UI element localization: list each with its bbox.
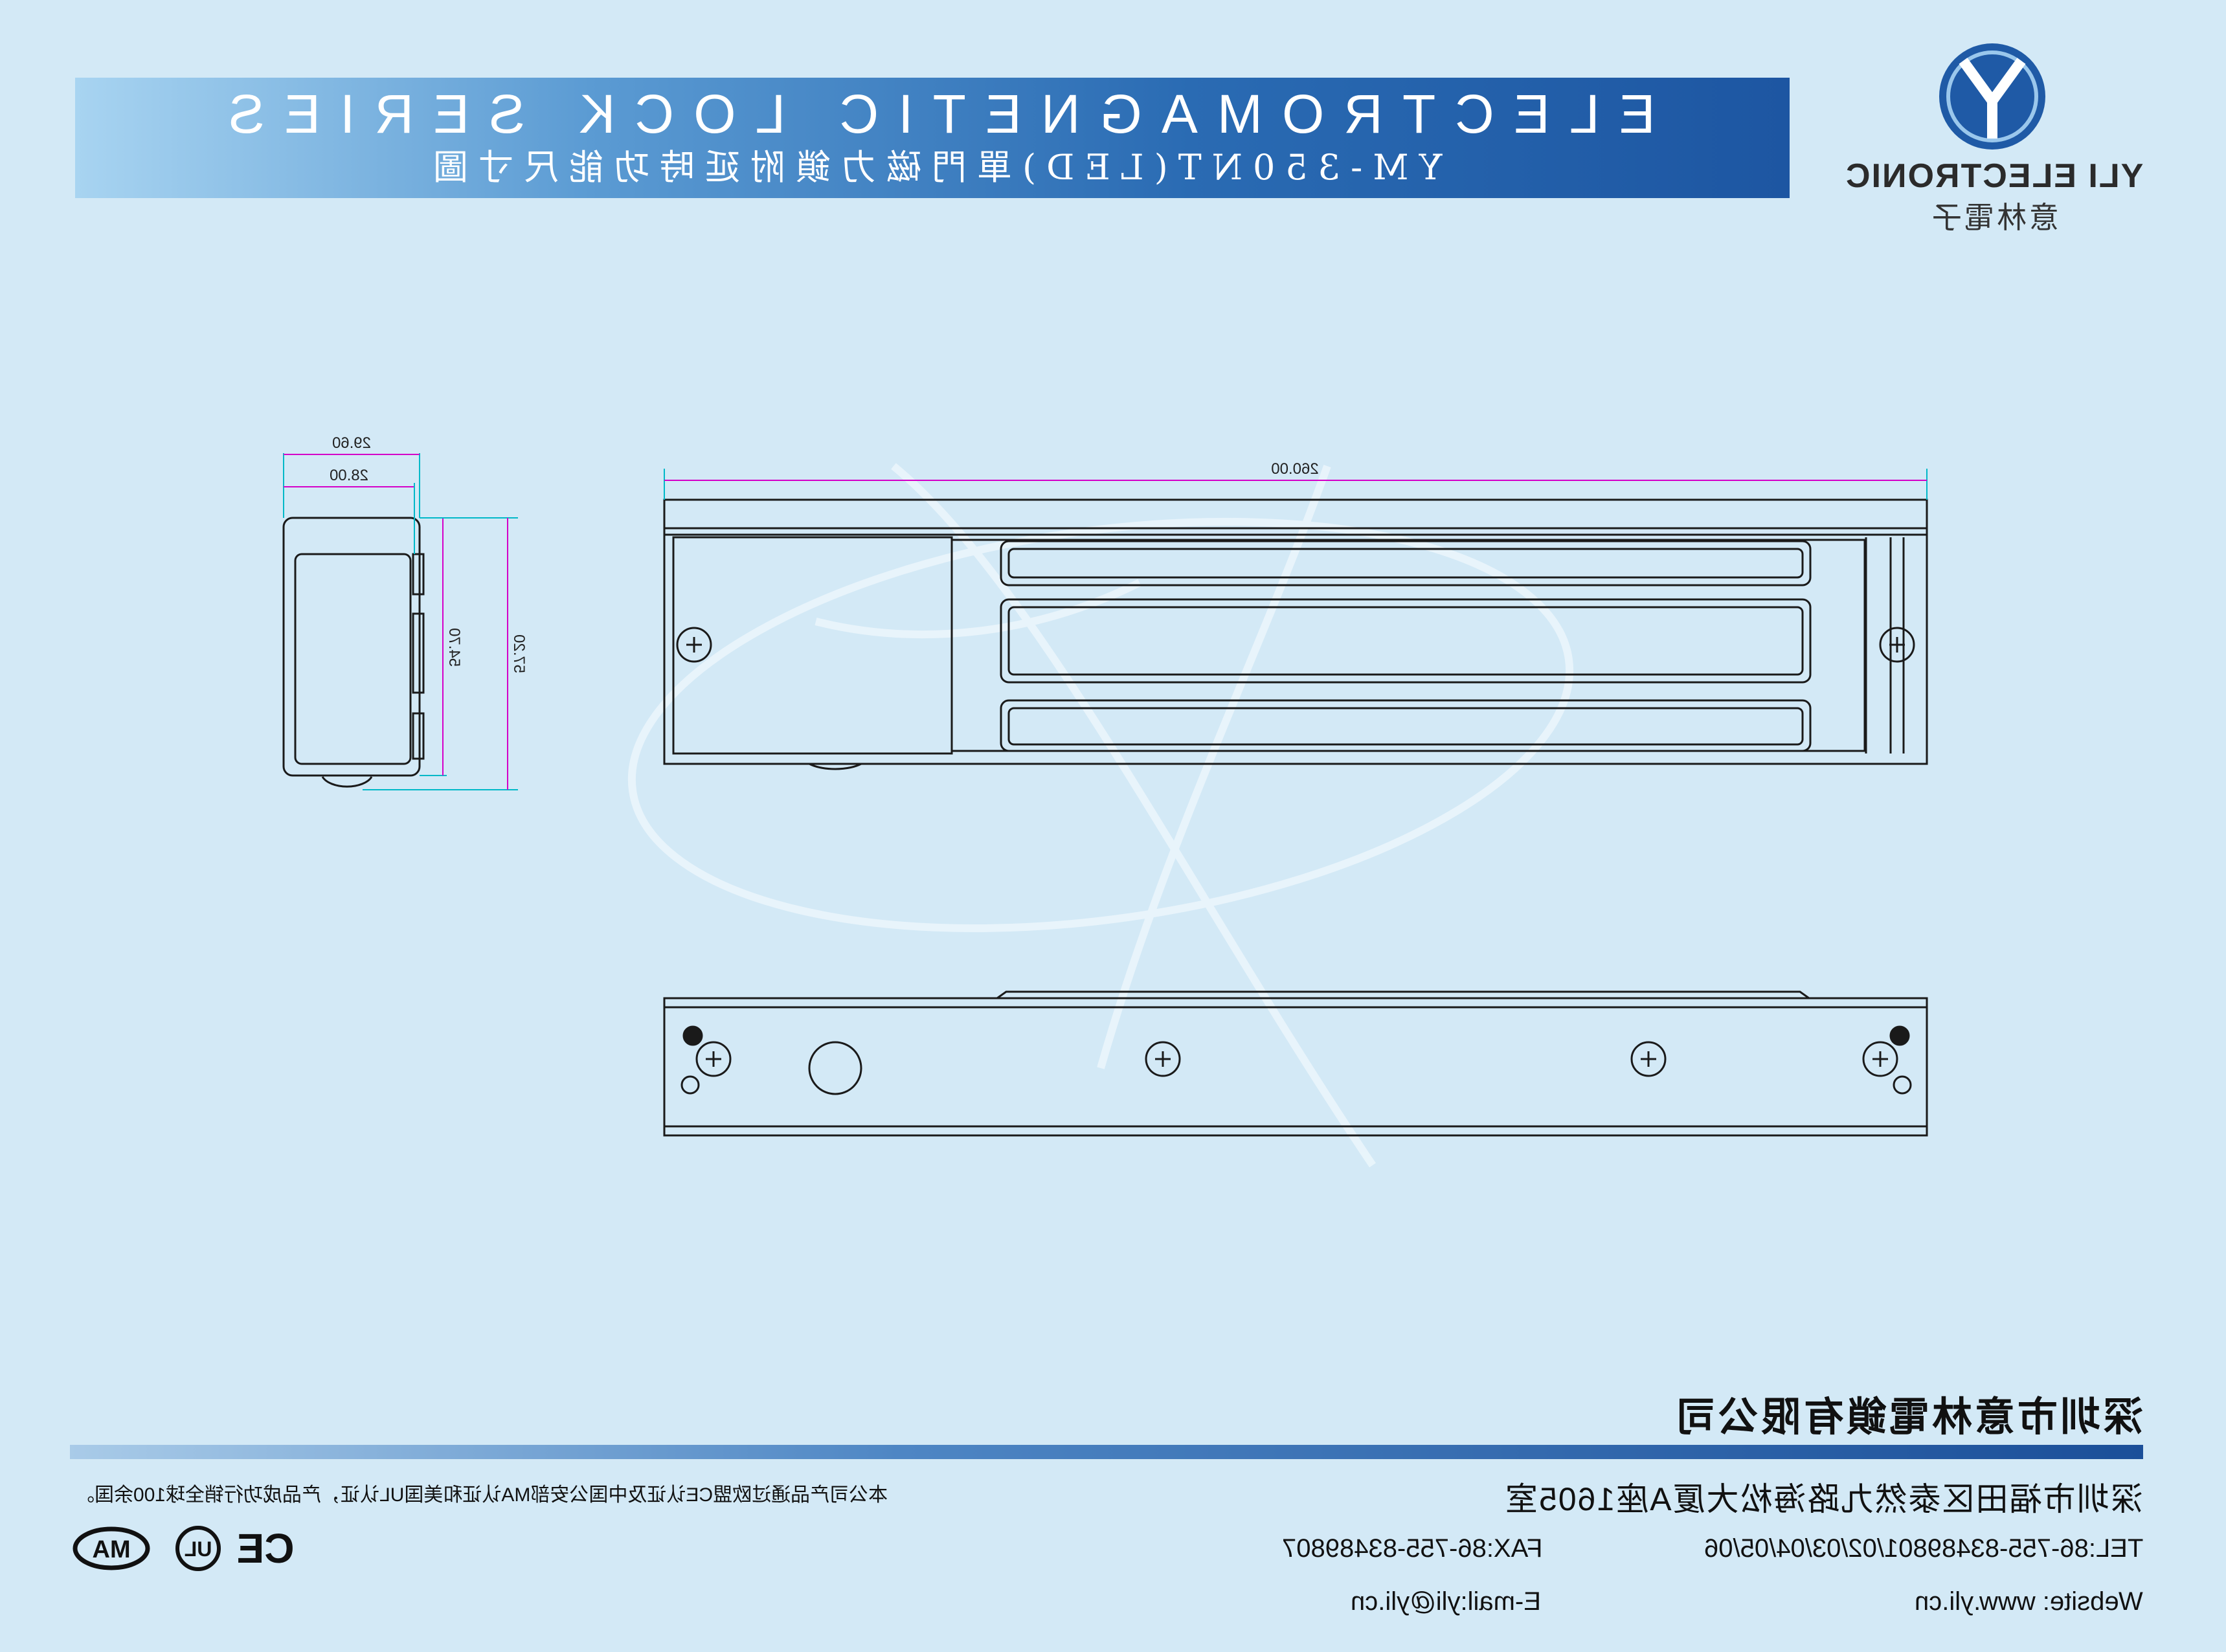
company-logo: YLI ELECTRONIC 意林電子 [1839, 41, 2150, 242]
dim-side-inner-width: 28.00 [330, 467, 368, 484]
svg-text:MA: MA [92, 1536, 130, 1563]
yli-logo-icon [1939, 43, 2045, 150]
dim-side-outer-height: 57.20 [510, 634, 528, 673]
website-link[interactable]: Website: www.yli.cn [1915, 1587, 2143, 1616]
side-dimension-lines [283, 453, 518, 790]
title-banner: ELECTROMAGNETIC LOCK SERIES YM-350NT(LED… [75, 78, 1790, 198]
watermark-logo-icon [627, 463, 1574, 1168]
dim-front-length: 260.00 [1271, 460, 1318, 478]
ce-mark-icon: CE [237, 1525, 295, 1572]
front-view [663, 498, 1928, 770]
email-link[interactable]: E-mail:yli@yli.cn [1351, 1587, 1541, 1616]
footer-divider [70, 1445, 2143, 1459]
certification-note: 本公司产品通过欧盟CE认证及中国公安部MA认证和美国UL认证，产品成功行销全球1… [75, 1484, 888, 1506]
front-dimension-line [664, 469, 1928, 500]
certification-marks: MA UL CE [73, 1525, 295, 1572]
bottom-screw-icon [695, 1041, 1898, 1077]
telephone: TEL:86-755-83489801/02/03/04/05/06 [1703, 1534, 2143, 1563]
svg-text:CE: CE [237, 1525, 295, 1572]
company-address: 深圳市福田区泰然九路海松大厦A座1605室 [1504, 1481, 2143, 1517]
company-name: 深圳市意林電鎖有限公司 [1672, 1395, 2143, 1440]
front-screw-icon [676, 627, 1915, 663]
dim-side-inner-height: 54.70 [445, 628, 463, 667]
svg-text:UL: UL [185, 1537, 212, 1561]
dim-side-outer-width: 29.60 [332, 434, 371, 452]
side-view [282, 517, 425, 788]
fax-number: FAX:86-755-83489807 [1282, 1534, 1543, 1563]
ma-mark-icon: MA [73, 1526, 150, 1570]
ul-mark-icon: UL [175, 1526, 221, 1571]
bottom-view [663, 990, 1928, 1137]
